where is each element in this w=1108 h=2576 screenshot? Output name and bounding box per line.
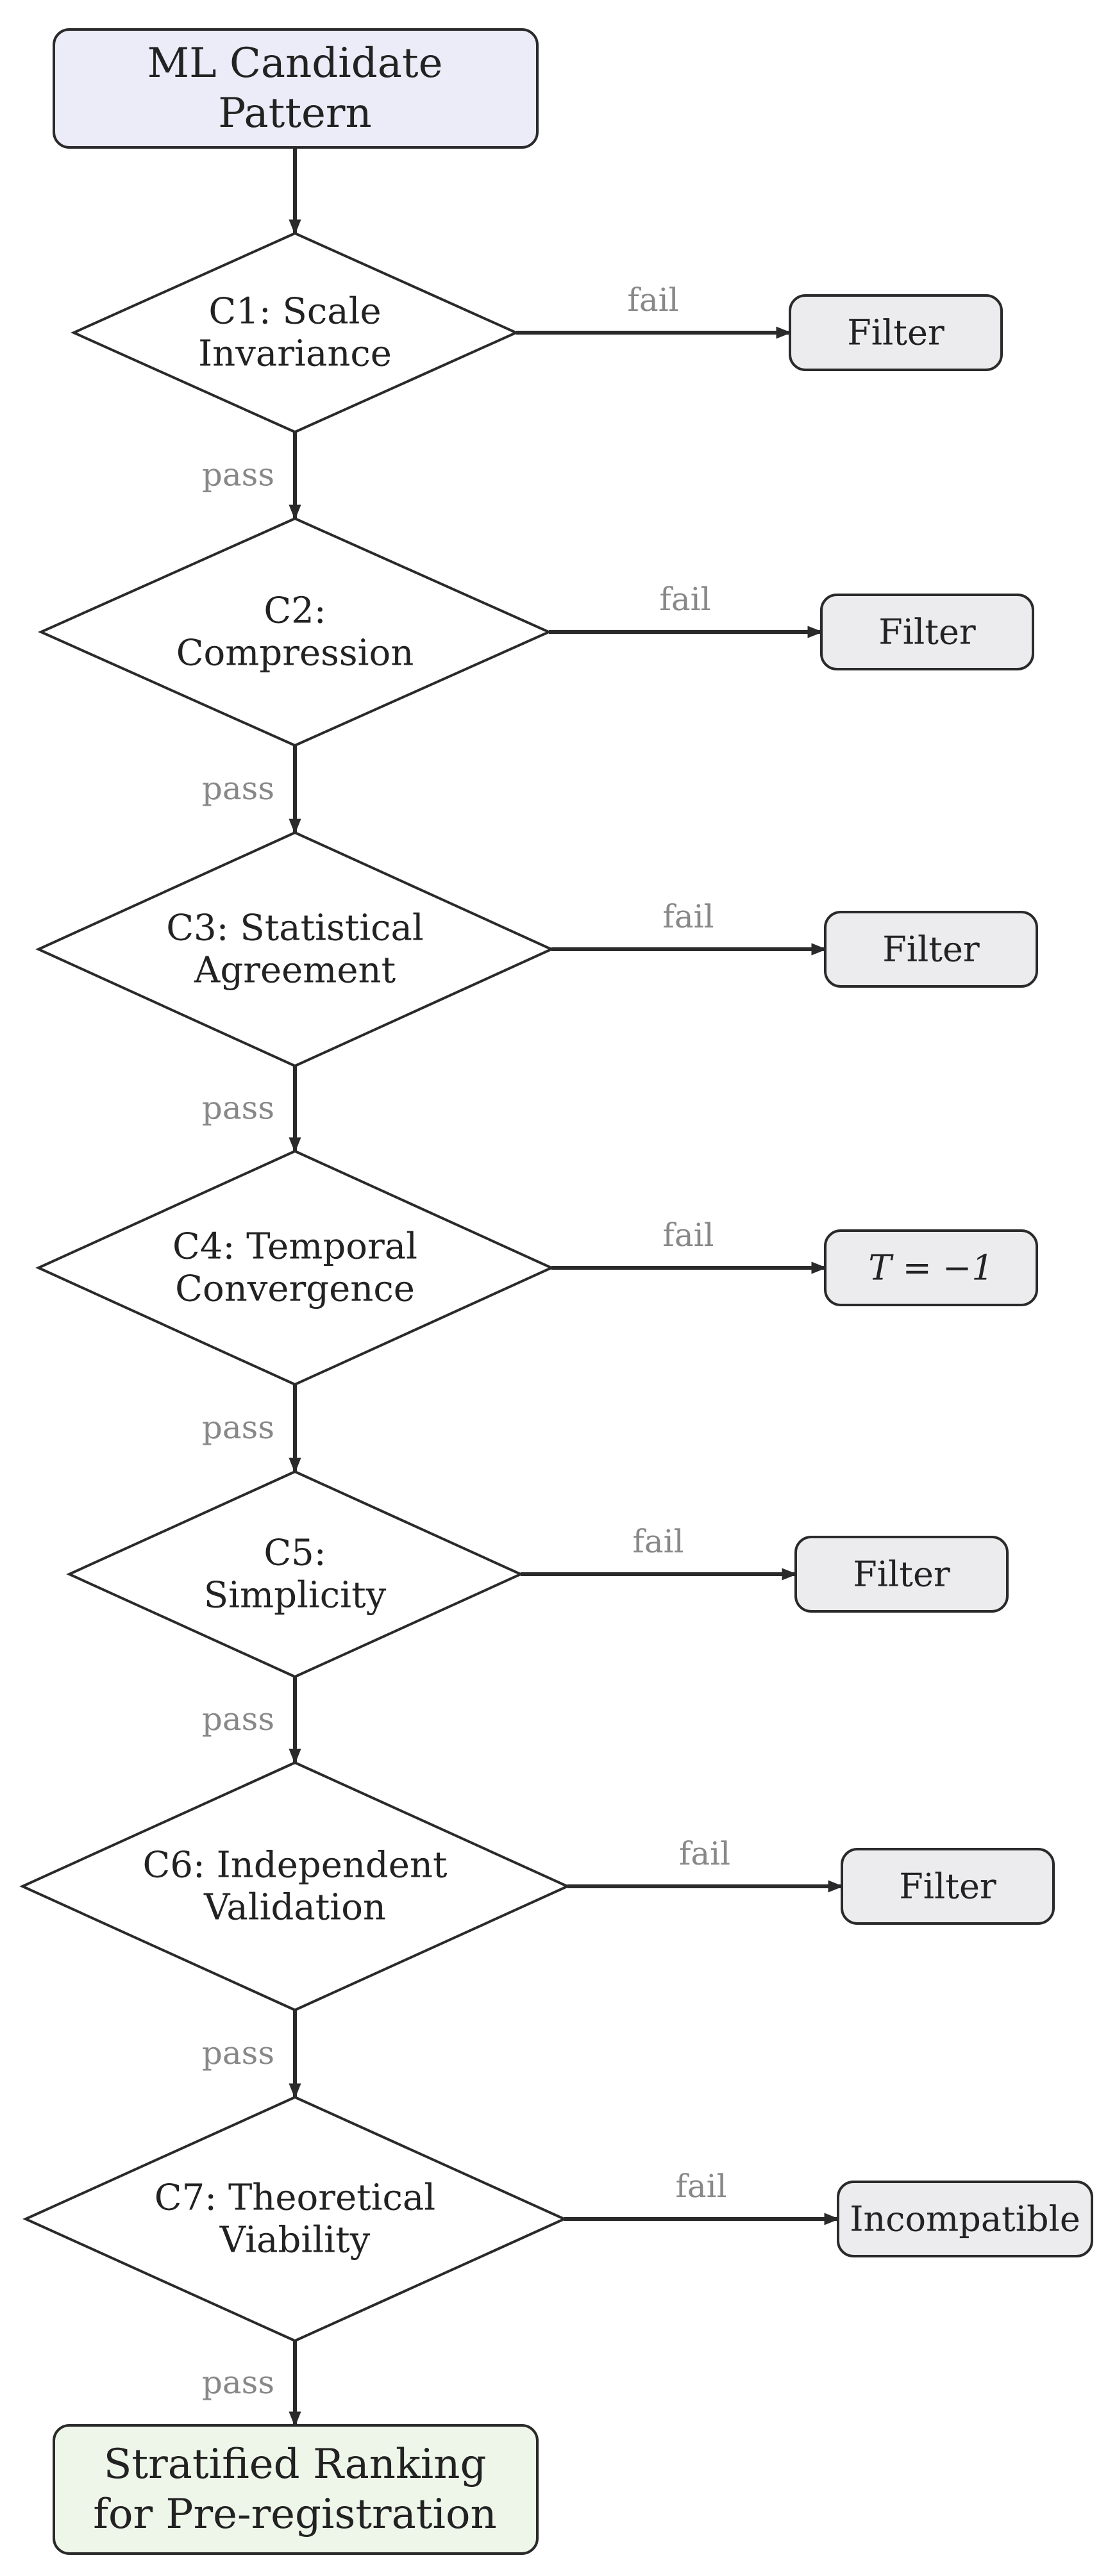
check-label-line-1: C4: Temporal xyxy=(172,1226,417,1268)
outcome-label: Incompatible xyxy=(850,2199,1080,2239)
fail-label: fail xyxy=(662,898,714,935)
pass-label: pass xyxy=(202,2034,274,2072)
check-label-line-1: C1: Scale xyxy=(208,291,381,333)
fail-label: fail xyxy=(662,1217,714,1254)
outcome-node-c4: T = −1 xyxy=(824,1229,1038,1306)
outcome-box xyxy=(820,594,1034,670)
check-label-line-2: Invariance xyxy=(198,333,392,375)
check-label-line-2: Simplicity xyxy=(204,1575,387,1616)
check-label-line-2: Viability xyxy=(219,2220,371,2261)
outcome-node-c6: Filter xyxy=(841,1848,1055,1925)
outcome-label: Filter xyxy=(853,1554,950,1595)
check-label-line-2: Agreement xyxy=(194,950,396,992)
start-node-label-line-2: Pattern xyxy=(218,90,371,137)
end-node-box xyxy=(53,2424,539,2555)
outcome-label: Filter xyxy=(847,313,944,353)
check-label-line-2: Compression xyxy=(176,633,414,674)
check-label-line-2: Validation xyxy=(203,1887,386,1929)
outcome-box xyxy=(824,1229,1038,1306)
fail-label: fail xyxy=(627,281,678,319)
start-node-label-line-1: ML Candidate xyxy=(147,40,443,87)
end-node-label-line-2: for Pre-registration xyxy=(93,2491,496,2538)
end-node-label-line-1: Stratified Ranking xyxy=(104,2441,487,2488)
outcome-label: Filter xyxy=(878,612,976,652)
outcome-label: Filter xyxy=(882,929,980,970)
check-label-line-1: C6: Independent xyxy=(143,1845,448,1886)
outcome-node-c3: Filter xyxy=(824,911,1038,988)
pass-label: pass xyxy=(202,2364,274,2401)
outcome-node-c2: Filter xyxy=(820,594,1034,670)
outcome-node-c1: Filter xyxy=(789,294,1003,371)
outcome-label: T = −1 xyxy=(868,1248,993,1288)
check-node-c5: C5:Simplicity xyxy=(66,1470,524,1679)
fail-label: fail xyxy=(632,1523,684,1560)
check-label-line-1: C2: xyxy=(264,590,326,632)
outcome-box xyxy=(841,1848,1055,1925)
fail-label: fail xyxy=(675,2168,726,2205)
check-label-line-1: C7: Theoretical xyxy=(155,2177,435,2219)
check-label-line-1: C3: Statistical xyxy=(166,908,424,949)
outcome-label: Filter xyxy=(899,1866,996,1907)
outcome-box xyxy=(794,1536,1009,1613)
check-label-line-1: C5: xyxy=(264,1533,326,1574)
fail-label: fail xyxy=(679,1835,730,1872)
outcome-box xyxy=(837,2181,1093,2257)
pass-label: pass xyxy=(202,456,274,494)
outcome-box xyxy=(824,911,1038,988)
pass-label: pass xyxy=(202,1700,274,1738)
outcome-node-c5: Filter xyxy=(794,1536,1009,1613)
pass-label: pass xyxy=(202,1090,274,1127)
fail-label: fail xyxy=(659,581,710,618)
check-node-c2: C2:Compression xyxy=(38,517,552,747)
outcome-node-c7: Incompatible xyxy=(837,2181,1093,2257)
pass-label: pass xyxy=(202,1409,274,1446)
check-label-line-2: Convergence xyxy=(175,1268,415,1310)
outcome-box xyxy=(789,294,1003,371)
pass-label: pass xyxy=(202,770,274,807)
